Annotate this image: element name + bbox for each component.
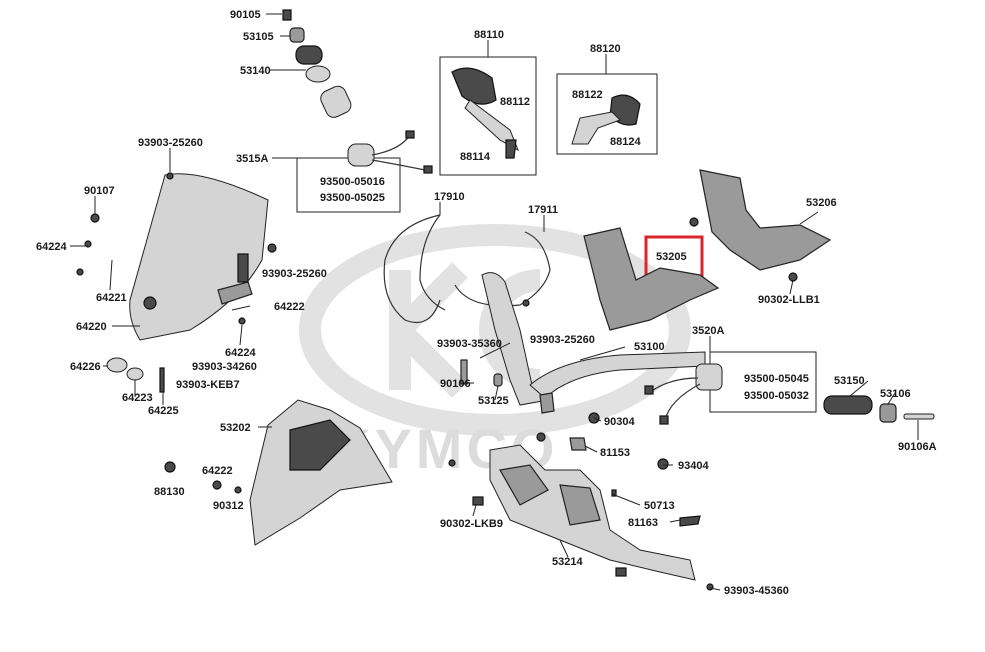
label-3520A: 3520A — [692, 325, 724, 337]
label-64221: 64221 — [96, 292, 127, 304]
label-93500-05045: 93500-05045 — [744, 373, 809, 385]
group-box-88120 — [556, 73, 658, 155]
label-64226: 64226 — [70, 361, 101, 373]
label-90106A: 90106A — [898, 441, 937, 453]
label-53202: 53202 — [220, 422, 251, 434]
label-90107: 90107 — [84, 185, 115, 197]
label-93903-KEB7: 93903-KEB7 — [176, 379, 240, 391]
front-cover-53202 — [249, 399, 393, 546]
label-93903-45360: 93903-45360 — [724, 585, 789, 597]
label-17911: 17911 — [528, 204, 558, 216]
label-90105: 90105 — [230, 9, 261, 21]
label-88124: 88124 — [610, 136, 641, 148]
handlebar-53100 — [481, 272, 706, 414]
label-88120: 88120 — [590, 43, 621, 55]
label-53105: 53105 — [243, 31, 274, 43]
label-64222-top: 64222 — [274, 301, 305, 313]
label-90302-LLB1: 90302-LLB1 — [758, 294, 820, 306]
cover-53206 — [699, 169, 832, 271]
label-93903-35360: 93903-35360 — [437, 338, 502, 350]
label-93500-05025: 93500-05025 — [320, 192, 385, 204]
mirror-88120 — [571, 94, 641, 145]
right-switch-3520A — [644, 363, 723, 425]
label-88122: 88122 — [572, 89, 603, 101]
fasteners — [76, 172, 798, 591]
label-93404: 93404 — [678, 460, 709, 472]
label-53140: 53140 — [240, 65, 271, 77]
label-88110: 88110 — [474, 29, 504, 41]
label-53214: 53214 — [552, 556, 583, 568]
label-53100: 53100 — [634, 341, 665, 353]
label-93903-25260-bar: 93903-25260 — [530, 334, 595, 346]
label-3515A: 3515A — [236, 153, 268, 165]
windscreen-64220 — [129, 173, 269, 341]
label-93500-05032: 93500-05032 — [744, 390, 809, 402]
label-64224-top: 64224 — [36, 241, 67, 253]
label-64225: 64225 — [148, 405, 179, 417]
cables — [383, 214, 551, 324]
label-53205: 53205 — [656, 251, 687, 263]
label-93903-25260-top: 93903-25260 — [138, 137, 203, 149]
label-64223: 64223 — [122, 392, 153, 404]
part-labels: 90105 53105 53140 88110 88112 88114 8812… — [36, 9, 937, 597]
left-switch-3515A — [347, 130, 433, 174]
mirror-88110 — [451, 67, 519, 159]
label-64220: 64220 — [76, 321, 107, 333]
right-grip-parts — [823, 395, 935, 423]
label-53150: 53150 — [834, 375, 865, 387]
label-64222-bottom: 64222 — [202, 465, 233, 477]
label-90302-LKB9: 90302-LKB9 — [440, 518, 503, 530]
cover-53205 — [583, 227, 720, 331]
leader-lines — [70, 13, 919, 591]
label-93500-05016: 93500-05016 — [320, 176, 385, 188]
lower-cover-53214 — [489, 444, 696, 581]
left-grip-parts — [282, 9, 352, 118]
label-50713: 50713 — [644, 500, 675, 512]
label-53125: 53125 — [478, 395, 509, 407]
label-90106: 90106 — [440, 378, 471, 390]
label-88114: 88114 — [460, 151, 491, 163]
label-93903-34260: 93903-34260 — [192, 361, 257, 373]
label-88130: 88130 — [154, 486, 185, 498]
label-64224-bottom: 64224 — [225, 347, 256, 359]
label-53106: 53106 — [880, 388, 911, 400]
label-88112: 88112 — [500, 96, 530, 108]
label-53206: 53206 — [806, 197, 837, 209]
label-81153: 81153 — [600, 447, 630, 459]
label-17910: 17910 — [434, 191, 465, 203]
label-81163: 81163 — [628, 517, 658, 529]
label-90312: 90312 — [213, 500, 244, 512]
label-93903-25260-mid: 93903-25260 — [262, 268, 327, 280]
label-90304: 90304 — [604, 416, 635, 428]
